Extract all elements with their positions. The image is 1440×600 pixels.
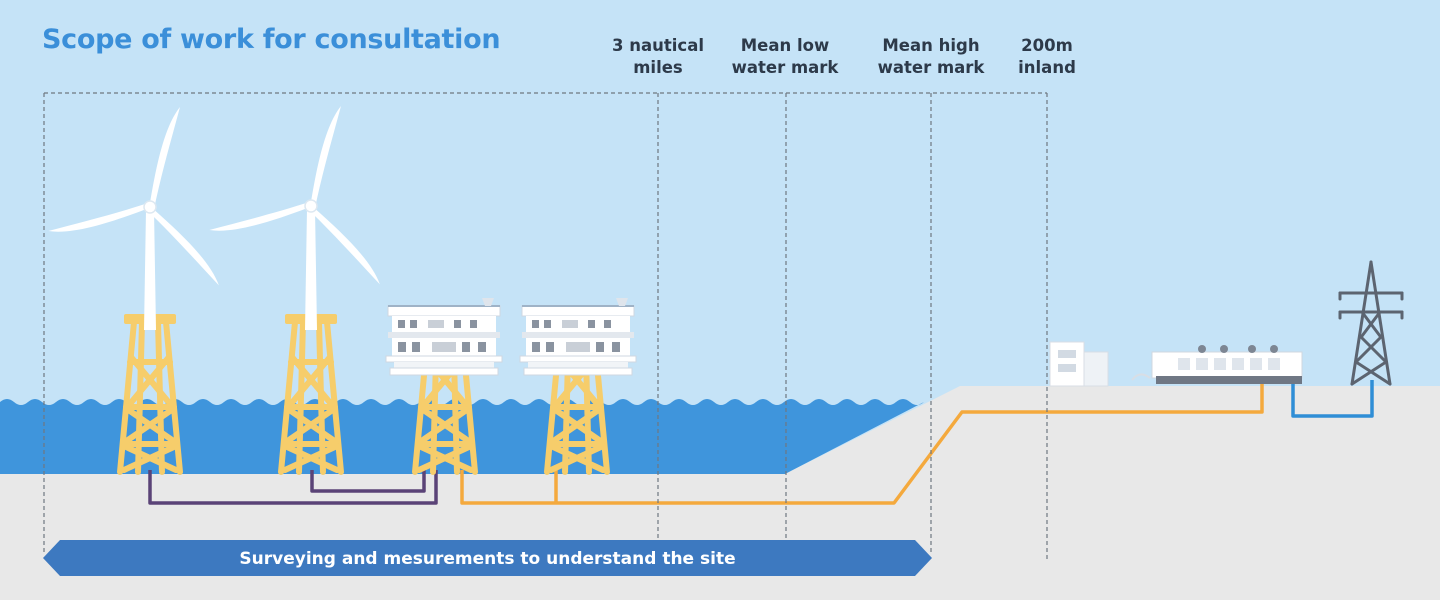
- array-cables: [148, 470, 438, 505]
- wind-turbine-icon: [208, 105, 397, 472]
- building-icon: [1049, 341, 1151, 387]
- export-cable: [460, 378, 1264, 505]
- onshore-substation-icon: [1151, 345, 1303, 384]
- wind-turbine-icon: [47, 106, 236, 472]
- grid-cable: [1291, 380, 1374, 418]
- survey-banner-text: Surveying and mesurements to understand …: [239, 549, 736, 569]
- survey-banner: [43, 540, 932, 576]
- transmission-pylon-icon: [1338, 260, 1404, 386]
- zone-boundaries: [43, 92, 1048, 560]
- diagram-title: Scope of work for consultation: [42, 24, 501, 55]
